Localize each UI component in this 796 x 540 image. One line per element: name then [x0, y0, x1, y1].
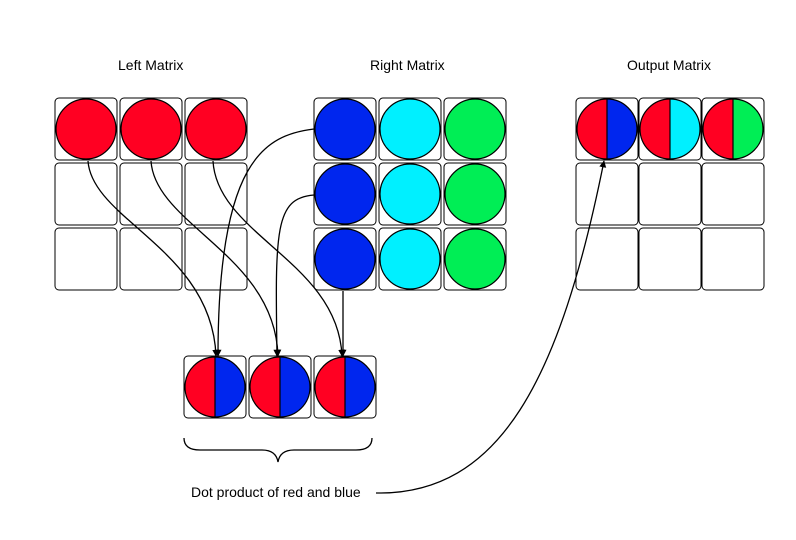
product-half-circle: [184, 356, 246, 418]
right-matrix-circle: [444, 163, 506, 225]
right-matrix-circle: [379, 163, 441, 225]
connector-right-2-to-product-2: [273, 194, 315, 357]
output-matrix-half-circle: [702, 98, 764, 160]
half-circle-left: [185, 357, 215, 417]
output-matrix-cell: [638, 227, 702, 291]
output-matrix-cell: [638, 162, 702, 226]
connector-left-2-to-product-2: [150, 160, 282, 357]
left-matrix-cell: [119, 162, 183, 226]
half-circle-left: [703, 99, 733, 159]
left-matrix-circle: [120, 98, 182, 160]
half-circle-right: [607, 99, 637, 159]
connector-right-1-to-product-1: [214, 128, 315, 357]
half-circle-left: [250, 357, 280, 417]
matrix-circles: [55, 98, 764, 418]
right-matrix-circle: [314, 228, 376, 290]
left-matrix-cell: [184, 162, 248, 226]
left-matrix-circle: [185, 98, 247, 160]
output-matrix-cell: [701, 162, 765, 226]
right-matrix-circle: [379, 228, 441, 290]
connector-left-1-to-product-1: [87, 160, 220, 357]
left-matrix-cell: [54, 162, 118, 226]
half-circle-right: [733, 99, 763, 159]
right-matrix-circle: [379, 98, 441, 160]
half-circle-right: [345, 357, 375, 417]
right-matrix-circle: [314, 98, 376, 160]
left-matrix-title: Left Matrix: [118, 57, 184, 73]
half-circle-right: [215, 357, 245, 417]
output-matrix-half-circle: [639, 98, 701, 160]
left-matrix-circle: [55, 98, 117, 160]
product-group-brace: [183, 437, 373, 463]
right-matrix-circle: [444, 98, 506, 160]
product-half-circle: [249, 356, 311, 418]
right-matrix-circle: [314, 163, 376, 225]
output-matrix-cell: [701, 227, 765, 291]
output-matrix-cell: [575, 227, 639, 291]
output-matrix-cell: [575, 162, 639, 226]
connector-lines: [87, 128, 607, 494]
left-matrix-cell: [184, 227, 248, 291]
right-matrix-title: Right Matrix: [370, 57, 445, 73]
right-matrix-circle: [444, 228, 506, 290]
half-circle-right: [280, 357, 310, 417]
half-circle-left: [640, 99, 670, 159]
dot-product-caption: Dot product of red and blue: [191, 484, 361, 500]
left-matrix-cell: [54, 227, 118, 291]
left-matrix-cell: [119, 227, 183, 291]
half-circle-left: [577, 99, 607, 159]
half-circle-right: [670, 99, 700, 159]
output-matrix-half-circle: [576, 98, 638, 160]
output-matrix-title: Output Matrix: [627, 57, 712, 73]
connector-caption-to-output: [375, 160, 607, 494]
product-half-circle: [314, 356, 376, 418]
half-circle-left: [315, 357, 345, 417]
